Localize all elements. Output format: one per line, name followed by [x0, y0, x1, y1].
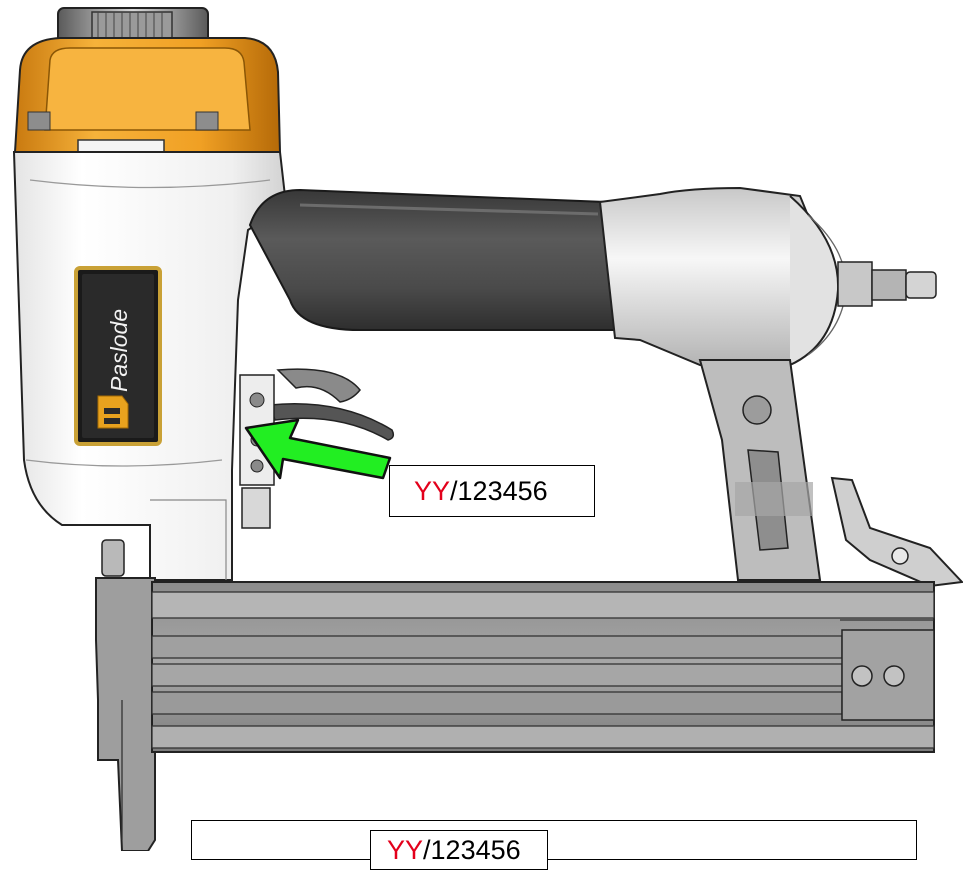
handle-grip	[248, 188, 622, 331]
air-fitting	[837, 261, 937, 307]
rear-bracket	[698, 359, 822, 581]
magazine-latch	[830, 476, 963, 588]
rear-end-cap	[598, 186, 847, 366]
brand-name: Paslode	[106, 309, 132, 392]
magazine	[151, 581, 935, 753]
paslode-logo-icon: Paslode	[74, 266, 162, 446]
serial-number-label: YY/123456	[389, 465, 595, 517]
bottom-serial-prefix: YY	[387, 835, 424, 865]
bottom-serial-number: /123456	[423, 835, 521, 865]
green-arrow-icon	[244, 418, 392, 480]
bottom-label-frame	[191, 820, 917, 860]
bottom-serial-label: YY/123456	[370, 830, 548, 870]
orange-cap	[13, 37, 282, 159]
serial-prefix: YY	[414, 476, 451, 506]
serial-number: /123456	[450, 476, 548, 506]
nose-piece	[95, 539, 156, 851]
nailer-illustration: Paslode	[12, 7, 963, 851]
